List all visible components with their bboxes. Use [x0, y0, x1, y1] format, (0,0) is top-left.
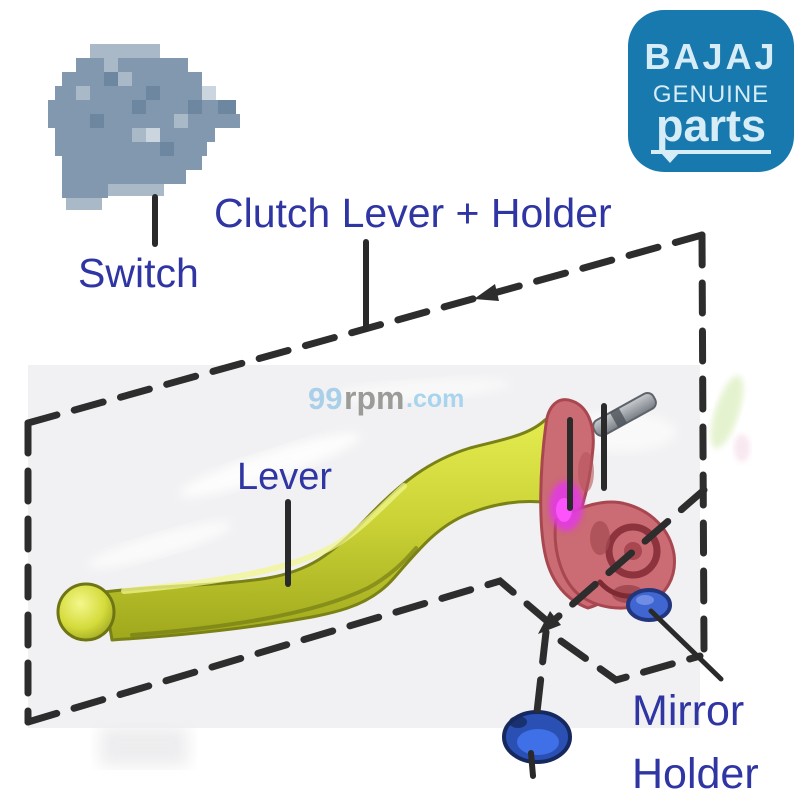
- label-switch: Switch: [78, 250, 199, 296]
- badge-underline-arrow: [651, 150, 771, 164]
- dashed-arrowheads: [474, 284, 561, 634]
- grommet-face: [517, 729, 559, 755]
- watermark-domain: .com: [406, 385, 464, 413]
- watermark-99rpm: 99 rpm .com: [308, 380, 464, 416]
- holder-swirl: [605, 523, 661, 579]
- badge-genuine-text: GENUINE: [652, 81, 770, 108]
- dashed-line-to-grommet: [533, 628, 550, 716]
- photo-shadow-spill: [100, 726, 188, 766]
- watermark-prefix: 99: [308, 381, 342, 416]
- photo-edge-wisps: [710, 375, 750, 462]
- label-lever: Lever: [237, 456, 333, 498]
- diagonal-arrowhead: [538, 611, 561, 634]
- label-mirror-holder-line2: Holder: [632, 750, 759, 798]
- dashed-diagonal-line: [548, 486, 708, 626]
- holder-illustration: [539, 391, 676, 622]
- lever-highlight: [121, 483, 407, 594]
- lever-shadow-edge: [130, 546, 418, 637]
- grommet-part: [502, 710, 572, 764]
- watermark-name: rpm: [344, 380, 404, 416]
- mirror-holder-callout-line: [648, 608, 724, 682]
- label-mirror-holder-line1: Mirror: [632, 687, 745, 735]
- badge-brand-text: BAJAJ: [644, 36, 778, 77]
- mirror-holder-nut: [626, 588, 672, 622]
- holder-shade-1: [590, 521, 610, 555]
- pivot-bolt: [592, 391, 657, 437]
- bajaj-genuine-parts-badge: BAJAJ GENUINE parts: [628, 10, 794, 172]
- badge-parts-text: parts: [655, 100, 767, 151]
- mirror-holder-nut-highlight: [636, 595, 654, 605]
- callout-lines: [152, 194, 724, 779]
- dashed-bottom-edge-left: [24, 577, 551, 726]
- holder-shade-2: [578, 452, 594, 492]
- lever-ball-end: [56, 582, 116, 642]
- grommet-notch: [509, 716, 527, 728]
- dashed-bottom-edge-right: [557, 637, 704, 684]
- top-edge-arrowhead: [474, 284, 499, 301]
- label-mirror-holder: Mirror Holder: [632, 680, 759, 802]
- grommet-tail-line: [528, 750, 536, 779]
- label-clutch-lever-holder: Clutch Lever + Holder: [214, 190, 612, 236]
- switch-image: [48, 44, 240, 210]
- dashed-right-edge: [698, 231, 708, 656]
